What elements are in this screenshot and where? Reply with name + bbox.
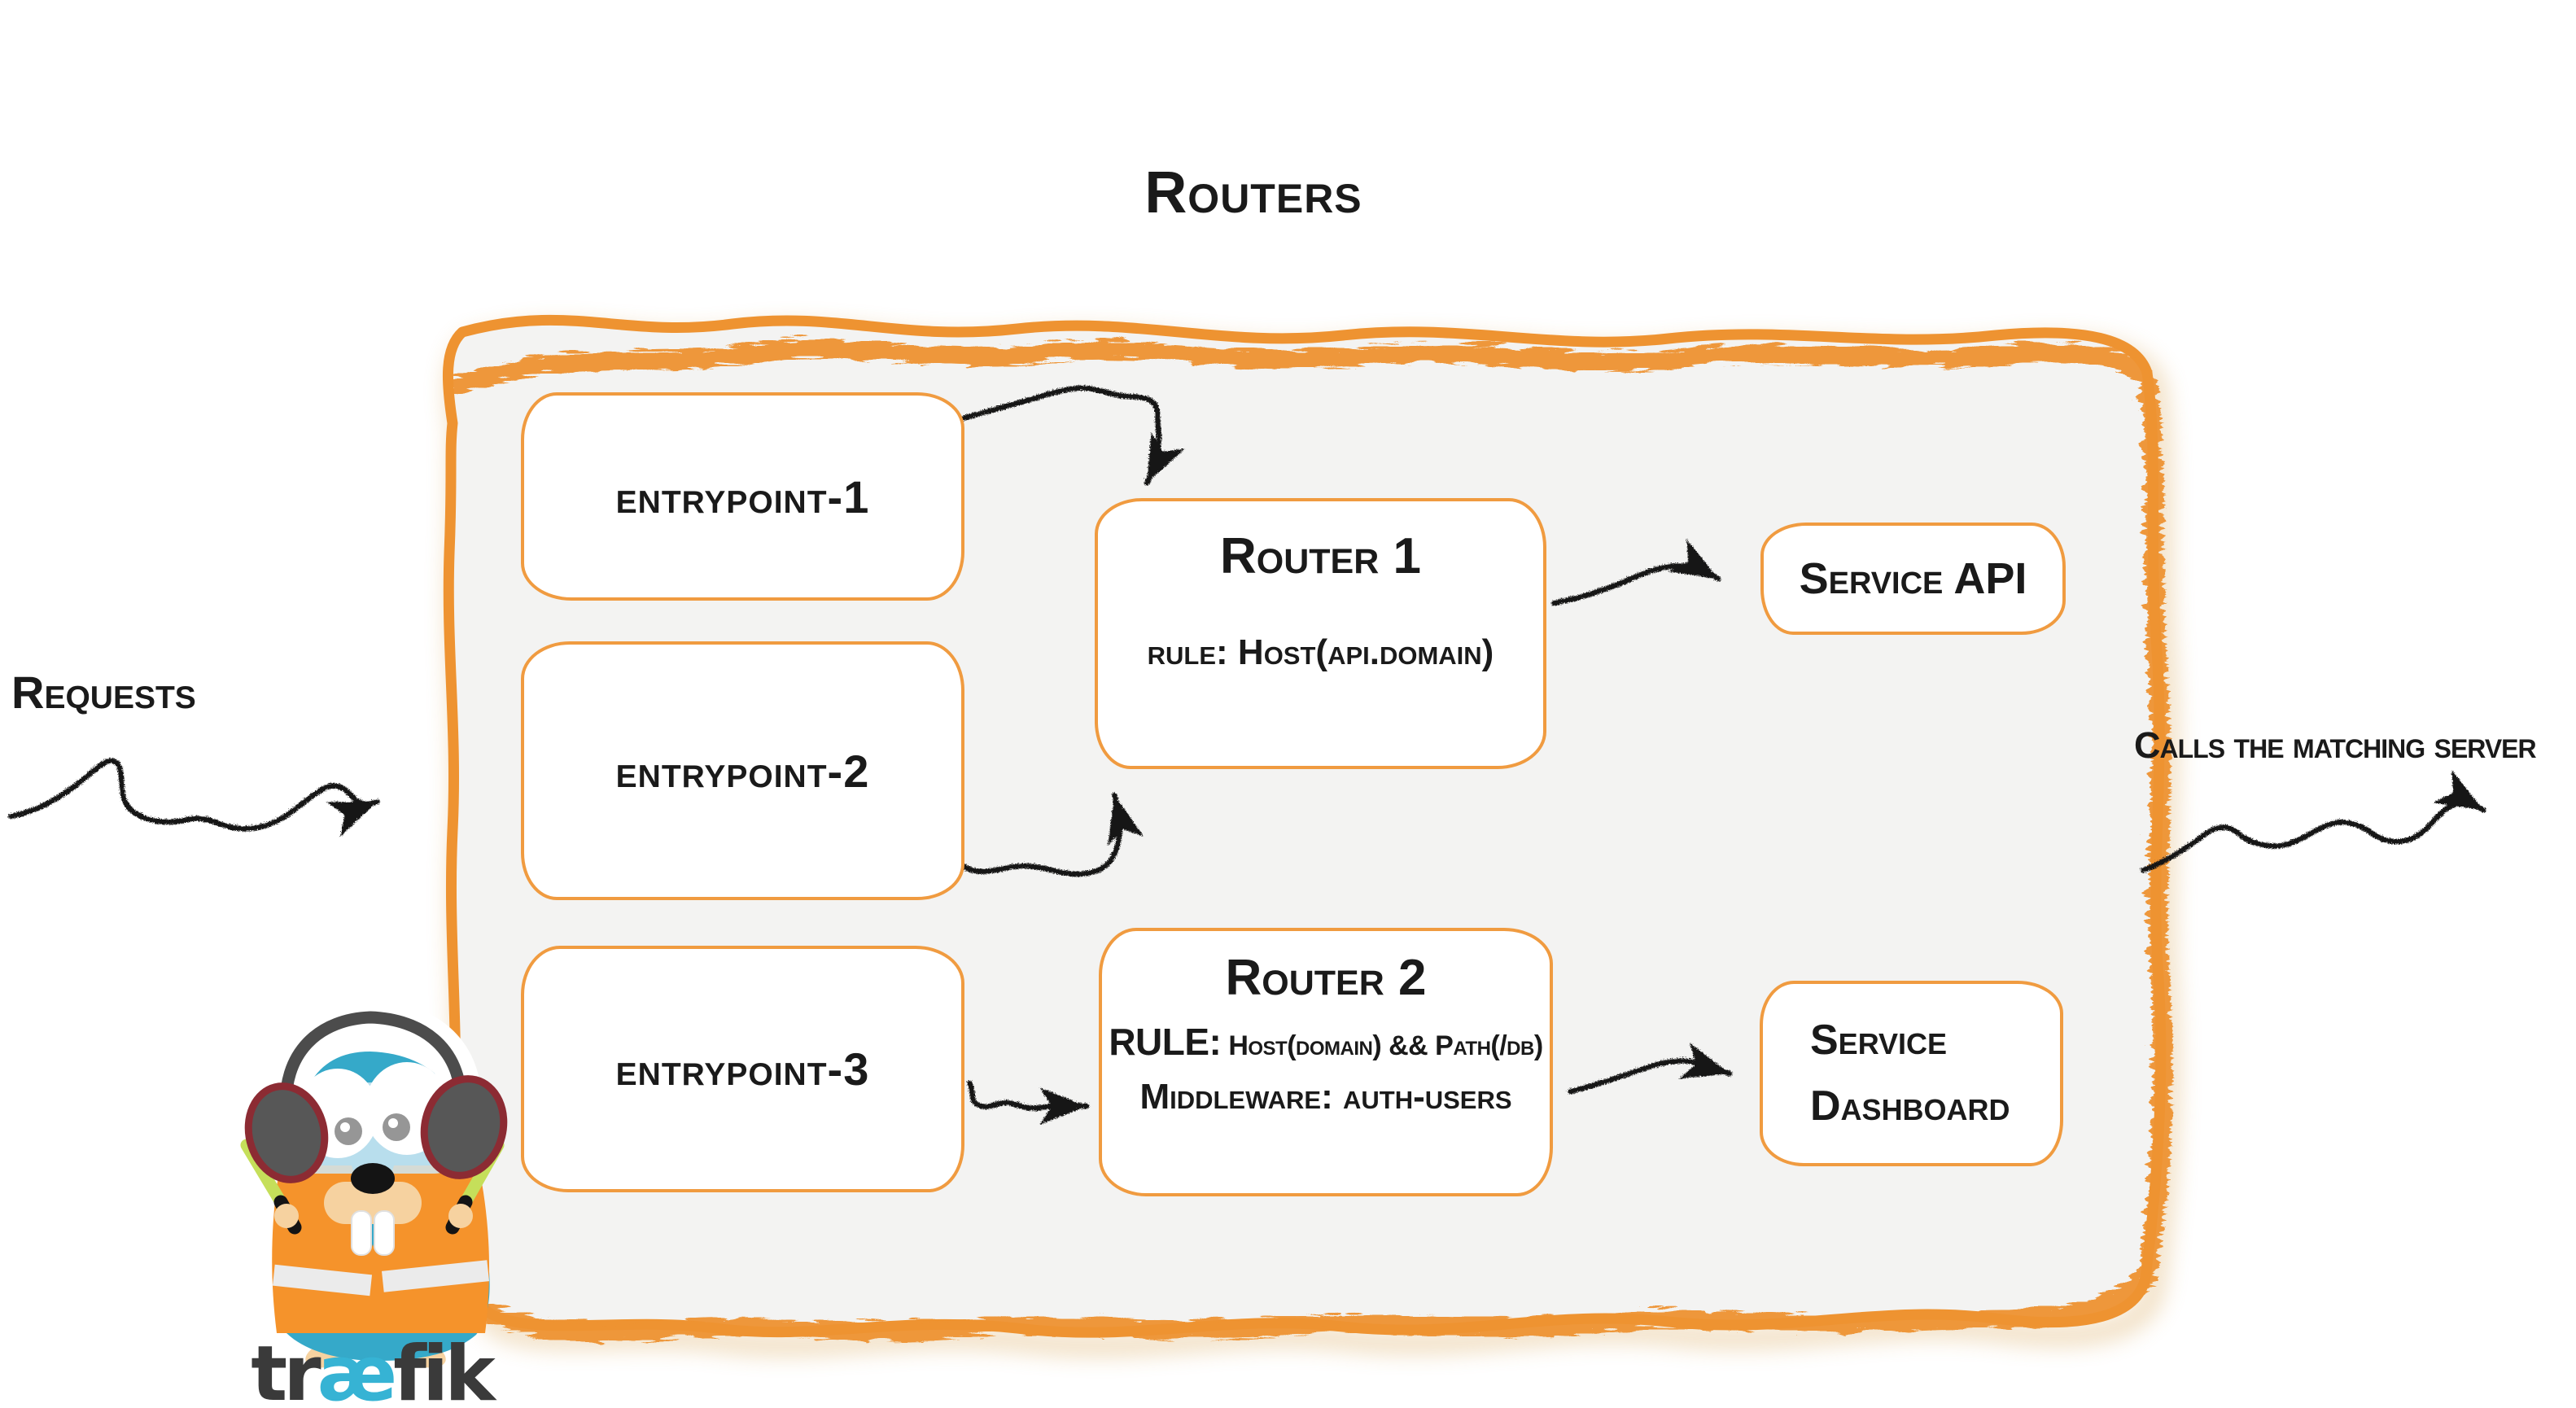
wordmark-ae: æ: [317, 1330, 397, 1408]
router-2-rule-value: Host(domain) && Path(/db): [1228, 1030, 1543, 1061]
service-dashboard-box: Service Dashboard: [1760, 981, 2063, 1166]
entrypoint-3-label: entrypoint-3: [615, 1043, 870, 1095]
left-pupil-glint: [340, 1122, 350, 1132]
headphone-band: [279, 1011, 467, 1123]
entrypoint-2-label: entrypoint-2: [615, 745, 870, 797]
gopher-left-hand: [274, 1204, 299, 1228]
traefik-gopher-mascot: [240, 999, 508, 1368]
gopher-muzzle: [324, 1182, 422, 1224]
entrypoint3-to-router2-arrow: [965, 1079, 1089, 1124]
headphone-cup-left: [244, 1082, 329, 1183]
calls-arrow: [2139, 769, 2486, 872]
wordmark-tr: tr: [251, 1330, 321, 1408]
panel-brush-stroke: [447, 336, 2168, 1339]
service-dashboard-line-1: Service: [1810, 1017, 1948, 1065]
router-2-title: Router 2: [1225, 950, 1427, 1006]
router-1-title: Router 1: [1220, 528, 1421, 584]
arrows-layer: [7, 384, 2486, 1124]
calls-label: Calls the matching server: [2134, 724, 2537, 766]
headphone-cup-right: [420, 1075, 508, 1179]
right-pupil: [383, 1113, 410, 1141]
router-2-middleware: Middleware: auth-users: [1139, 1077, 1512, 1117]
left-pupil: [335, 1117, 362, 1145]
entrypoint1-to-router1-arrow: [956, 384, 1184, 485]
service-dashboard-line-2: Dashboard: [1810, 1082, 2010, 1130]
page-title: Routers: [1144, 160, 1362, 225]
entrypoint-1-label: entrypoint-1: [615, 470, 870, 523]
router-2-rule-key: RULE:: [1109, 1021, 1222, 1063]
router1-to-service-api-arrow: [1550, 538, 1721, 606]
entrypoint-3-box: entrypoint-3: [521, 946, 964, 1192]
entrypoint-1-box: entrypoint-1: [521, 392, 964, 601]
requests-arrow: [7, 757, 379, 836]
gopher-tooth-right: [374, 1210, 395, 1256]
right-pupil-glint: [388, 1118, 398, 1128]
entrypoint-2-box: entrypoint-2: [521, 641, 964, 900]
wordmark-fik: fik: [393, 1330, 496, 1408]
gopher-tooth-left: [351, 1210, 372, 1256]
requests-label: Requests: [11, 667, 196, 718]
gopher-nose: [351, 1163, 395, 1194]
vest-stripe-right: [381, 1260, 490, 1292]
service-api-label: Service API: [1799, 554, 2027, 603]
router-1-box: Router 1 rule: Host(api.domain): [1095, 498, 1546, 769]
router-1-rule: rule: Host(api.domain): [1147, 632, 1494, 672]
router-2-box: Router 2 RULE: Host(domain) && Path(/db)…: [1099, 928, 1553, 1196]
router2-to-service-dashboard-arrow: [1566, 1041, 1732, 1094]
gopher-right-hand: [448, 1204, 473, 1228]
router-2-rule: RULE: Host(domain) && Path(/db): [1109, 1020, 1543, 1064]
vest-stripe-left: [272, 1264, 373, 1296]
traefik-wordmark: træfik: [230, 1330, 513, 1408]
service-api-box: Service API: [1760, 523, 2066, 635]
